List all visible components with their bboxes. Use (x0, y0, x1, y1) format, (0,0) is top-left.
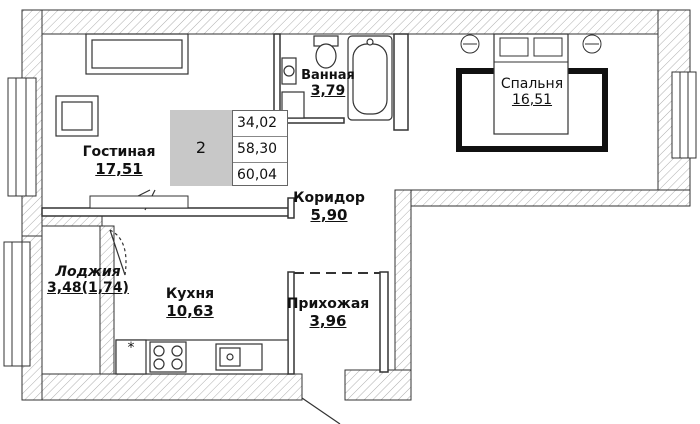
area-living: 34,02 (237, 115, 278, 131)
window-bedroom (671, 71, 697, 159)
room-kitchen-area: 10,63 (166, 302, 214, 320)
window-living (7, 77, 37, 197)
wall-east-lower (394, 189, 412, 401)
room-corridor-name: Коридор (293, 190, 365, 206)
room-kitchen-name: Кухня (165, 286, 215, 302)
area-total: 58,30 (233, 136, 287, 162)
room-bedroom-name: Спальня (500, 76, 564, 92)
interior-walls (41, 33, 409, 375)
kitchen-furniture (115, 339, 289, 375)
windows (3, 71, 697, 367)
area-list: 34,02 58,30 60,04 (232, 110, 288, 186)
room-living-name: Гостиная (82, 144, 156, 160)
room-living-label: Гостиная 17,51 (74, 144, 164, 178)
sideboard (89, 195, 189, 209)
wall-corridor-stub (287, 197, 295, 219)
room-loggia-area: 3,48(1,74) (47, 280, 129, 296)
bedroom-furniture (456, 33, 608, 152)
room-bedroom-label: Спальня 16,51 (496, 76, 568, 108)
room-living-area: 17,51 (95, 160, 143, 178)
apartment-info-box: 2 34,02 58,30 60,04 (170, 110, 288, 186)
wall-bottom (21, 373, 303, 401)
wall-top (21, 9, 691, 35)
wall-bottom-right (394, 189, 691, 207)
wall-hall-right (379, 271, 389, 373)
room-bedroom-area: 16,51 (511, 92, 553, 108)
bath-fixtures (281, 35, 393, 121)
fridge (115, 339, 147, 375)
room-corridor-label: Коридор 5,90 (292, 190, 366, 224)
stove-mark: * (127, 340, 135, 356)
room-bath-name: Ванная (301, 68, 355, 83)
room-corridor-area: 5,90 (310, 206, 348, 224)
wall-bottom-hall (344, 369, 412, 401)
room-loggia-label: Лоджия 3,48(1,74) (42, 264, 134, 296)
wall-bath-left (273, 33, 281, 119)
wall-loggia-divider (99, 225, 115, 375)
toilet (315, 43, 337, 69)
wall-hall-left (287, 271, 295, 375)
room-hall-label: Прихожая 3,96 (286, 296, 370, 330)
sofa (85, 33, 189, 75)
armchair (55, 95, 99, 137)
window-loggia (3, 241, 31, 367)
room-kitchen-label: Кухня 10,63 (154, 286, 226, 320)
room-bath-label: Ванная 3,79 (300, 68, 356, 99)
room-hall-name: Прихожая (286, 296, 370, 312)
wall-bath-right (393, 33, 409, 131)
room-hall-area: 3,96 (309, 312, 347, 330)
area-total-with-loggia: 60,04 (233, 162, 287, 188)
wall-living-bottom (41, 207, 293, 217)
room-loggia-name: Лоджия (55, 264, 121, 280)
room-bath-area: 3,79 (310, 83, 346, 99)
room-count: 2 (170, 110, 232, 186)
